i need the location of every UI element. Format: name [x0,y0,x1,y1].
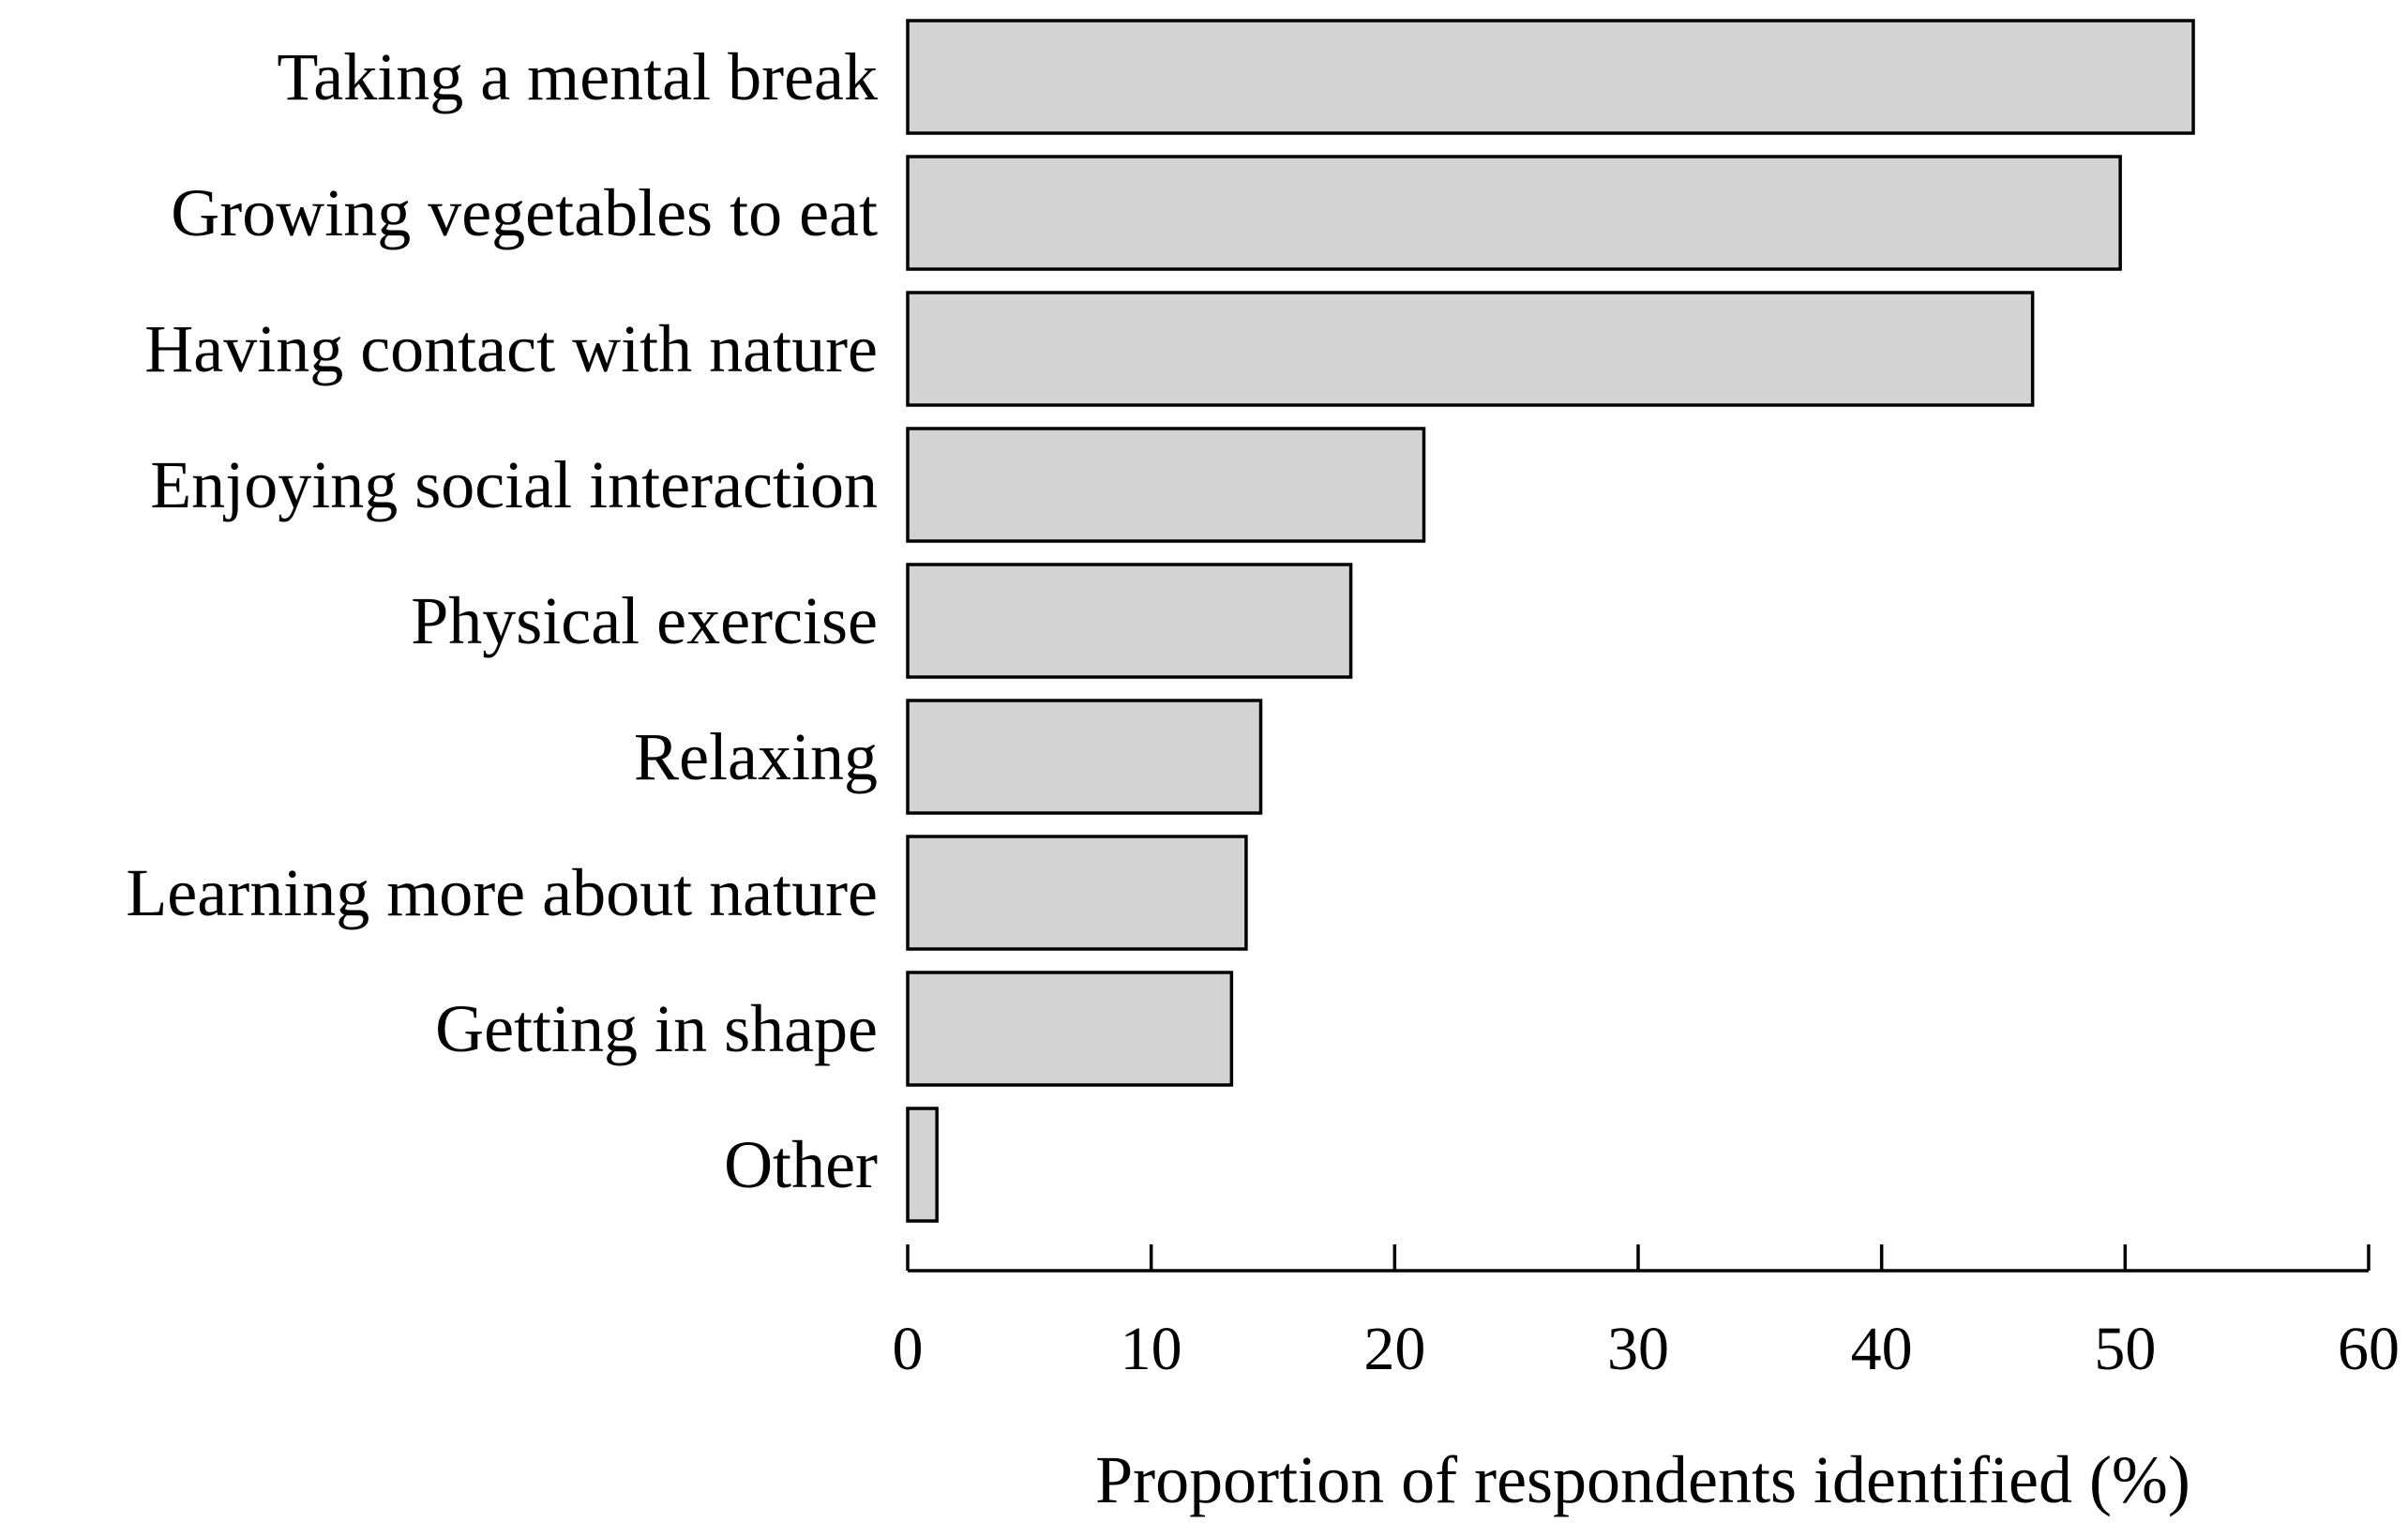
category-label-learning-more-about-nature: Learning more about nature [126,855,878,930]
bar-getting-in-shape [906,971,1234,1087]
category-label-getting-in-shape: Getting in shape [435,991,878,1066]
bar-taking-a-mental-break [906,19,2195,135]
x-tick-label-0: 0 [893,1315,924,1383]
category-label-enjoying-social-interaction: Enjoying social interaction [150,447,878,522]
bar-physical-exercise [906,563,1353,679]
x-tick-label-20: 20 [1363,1315,1425,1383]
category-label-relaxing: Relaxing [634,719,878,794]
bar-growing-vegetables-to-eat [906,155,2122,271]
bar-learning-more-about-nature [906,835,1248,951]
x-tick-label-10: 10 [1121,1315,1182,1383]
bar-having-contact-with-nature [906,291,2035,407]
x-tick-label-50: 50 [2094,1315,2156,1383]
bar-enjoying-social-interaction [906,427,1426,543]
category-label-physical-exercise: Physical exercise [411,583,878,658]
category-label-having-contact-with-nature: Having contact with nature [144,311,878,386]
category-label-other: Other [724,1127,878,1202]
bars [906,19,2195,1223]
bar-other [906,1107,939,1223]
bar-relaxing [906,699,1263,815]
category-label-taking-a-mental-break: Taking a mental break [277,39,878,114]
x-tick-label-30: 30 [1607,1315,1669,1383]
category-label-growing-vegetables-to-eat: Growing vegetables to eat [171,175,878,250]
x-tick-label-40: 40 [1851,1315,1913,1383]
x-axis-title: Proportion of respondents identified (%) [1095,1442,2190,1517]
x-tick-label-60: 60 [2338,1315,2400,1383]
x-axis: 0 10 20 30 40 50 60 [893,1244,2400,1383]
